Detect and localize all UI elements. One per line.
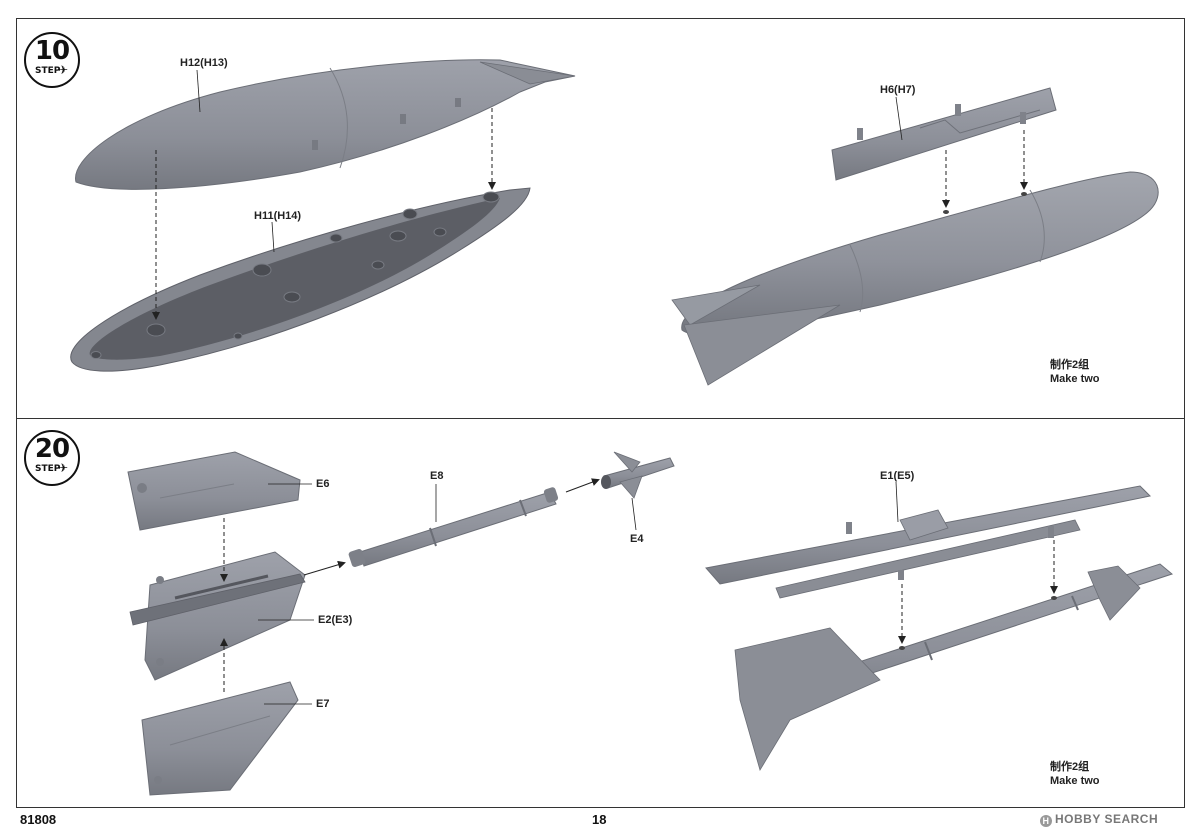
hobby-search-logo-icon: H [1040, 815, 1052, 827]
step-20-number: 20 [34, 434, 70, 464]
step-10-label: STEP [35, 66, 61, 76]
missile-body-e8 [348, 487, 559, 567]
leader-h12 [196, 69, 201, 113]
guide-lines-step10-right [942, 130, 1028, 208]
page-frame [16, 18, 1185, 808]
make-two-note-step20: 制作2组 Make two [1050, 760, 1100, 788]
part-label-h6: H6(H7) [880, 84, 916, 96]
leader-e1 [895, 481, 899, 523]
part-label-e7: E7 [316, 698, 330, 710]
leader-h11 [271, 221, 275, 253]
step-20-badge: 20 STEP ✈ [24, 430, 80, 486]
seeker-head-e4 [601, 451, 675, 499]
page-number: 18 [592, 812, 607, 827]
part-label-e4: E4 [630, 533, 644, 545]
fin-e7 [141, 681, 299, 796]
make-two-note-step10: 制作2组 Make two [1050, 358, 1100, 386]
pod-lower-half-h11 [70, 187, 531, 372]
part-label-e6: E6 [316, 478, 330, 490]
pylon-h6 [831, 87, 1057, 181]
step-divider [16, 418, 1185, 419]
make-two-english: Make two [1050, 775, 1100, 787]
step-10-badge: 10 STEP ✈ [24, 32, 80, 88]
guide-lines-step20-right [898, 540, 1058, 644]
assembled-missile [734, 563, 1174, 771]
step-20-label: STEP [35, 464, 61, 474]
fin-e2 [129, 551, 306, 681]
guide-arrow-e2-e8 [303, 560, 346, 576]
guide-lines-step10-left [152, 108, 496, 320]
leader-e4 [631, 497, 637, 531]
part-label-e2: E2(E3) [318, 614, 353, 626]
make-two-chinese: 制作2组 [1050, 761, 1090, 773]
launcher-rail-e1 [705, 485, 1152, 599]
watermark-text: HOBBY SEARCH [1055, 812, 1159, 826]
fin-e6 [127, 451, 301, 531]
part-label-h12: H12(H13) [180, 57, 228, 69]
kit-number: 81808 [20, 812, 57, 827]
jet-icon: ✈ [58, 63, 69, 77]
make-two-english: Make two [1050, 373, 1100, 385]
pod-upper-half-h12 [75, 59, 576, 190]
guide-arrow-e8-e4 [565, 478, 600, 493]
part-label-e1: E1(E5) [880, 470, 915, 482]
part-label-h11: H11(H14) [254, 210, 302, 222]
jet-icon: ✈ [58, 461, 69, 475]
step-10-number: 10 [34, 36, 70, 66]
drop-tank [671, 171, 1159, 386]
leader-h6 [895, 96, 903, 141]
part-label-e8: E8 [430, 470, 444, 482]
make-two-chinese: 制作2组 [1050, 359, 1090, 371]
